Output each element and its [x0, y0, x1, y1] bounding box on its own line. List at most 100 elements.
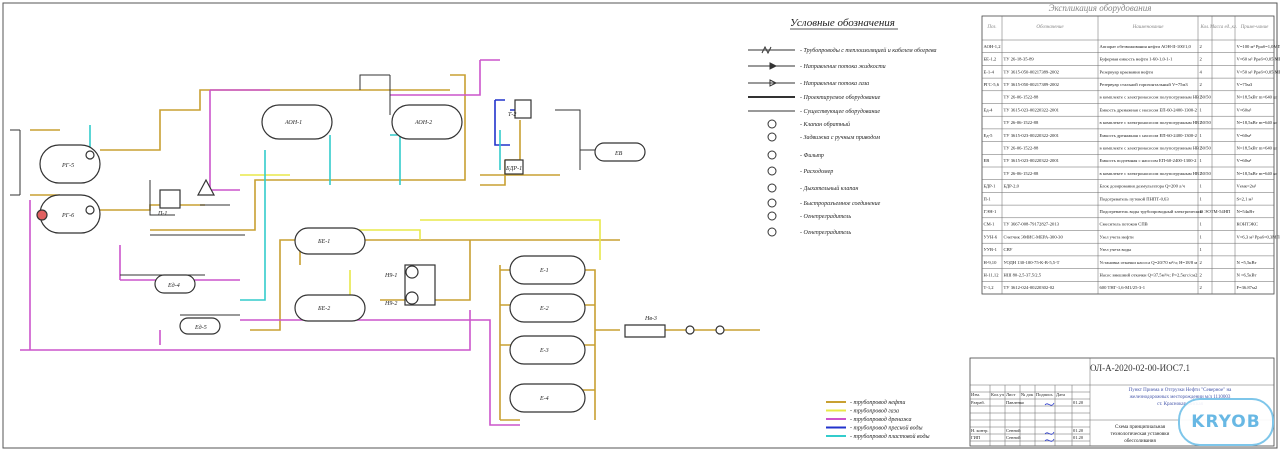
spec-cell: в комплекте с электронасосом полупогружн… [1100, 171, 1212, 176]
spec-cell: 1 [1200, 234, 1203, 239]
vessel-rgs-1 [39, 144, 101, 184]
spec-cell: ТУ 3615-023-00220322-2001 [1004, 133, 1060, 138]
stamp-col-head: Подпись [1036, 392, 1053, 397]
stamp-col-head: Дата [1056, 392, 1065, 397]
spec-cell: N =6,5кВт [1237, 272, 1257, 278]
legend-item: - Быстроразъемное соединение [800, 200, 881, 207]
stamp-date: 01.20 [1073, 435, 1084, 440]
drawing-title-1: Схема принципиальная [1115, 425, 1166, 430]
spec-cell: Н-11,12 [984, 272, 1000, 278]
stamp-name: Сенной [1006, 428, 1021, 433]
spec-cell: Емкость подземная с насосом ЕП-60-2400-1… [1100, 158, 1198, 163]
spec-cell: ЕВ [984, 158, 990, 163]
spec-header: Приме-чание [1240, 25, 1270, 30]
spec-cell: БЕ-1,2 [984, 57, 997, 63]
spec-cell: 2 [1200, 120, 1203, 125]
spec-cell: V=50 м³ Pраб=0,05 МПа [1237, 69, 1280, 75]
heater-p1 [159, 189, 181, 209]
legend-item: - Огнепреградитель [800, 213, 851, 220]
legend-item: - Фильтр [800, 153, 824, 159]
tag-rgs-1: РГ-5 [61, 163, 74, 169]
legend-item: - Клапан обратный [800, 121, 850, 128]
spec-cell: СМ-1 [984, 222, 996, 227]
heat-exchanger-t2 [514, 99, 532, 119]
tag-ev: ЕВ [614, 151, 623, 157]
spec-cell: N=18,5кВт m=640 кг [1237, 171, 1278, 177]
spec-cell: Т-1,2 [984, 285, 995, 291]
signature-marks [1044, 402, 1055, 442]
legend-item: - Направление потока газа [800, 81, 869, 87]
spec-cell: в комплекте с электронасосом полупогружн… [1100, 95, 1212, 100]
spec-cell: Емкость дренажная с насосом ЕП-60-2400-1… [1100, 133, 1198, 138]
title-block: ОЛ-А-2020-02-00-ИОС7.1 Пункт Приема и От… [969, 357, 1275, 447]
vessel-e-4 [509, 383, 586, 413]
spec-cell: 2 [1200, 82, 1203, 87]
spec-cell: Vемк=2м³ [1237, 184, 1257, 189]
vessel-ed-4 [154, 274, 196, 294]
stamp-col-head: Лист [1006, 392, 1015, 397]
watermark-text: KRYOB [1191, 412, 1261, 432]
tag-be-1: БЕ-1 [317, 239, 330, 245]
spec-cell: V=60 м³ Pраб=0,05 МПа [1237, 57, 1280, 63]
legend-symbol-icon [767, 198, 777, 208]
object-line-2: железнодорожных месторождении м/л 111000… [1129, 395, 1231, 400]
spec-cell: КОНТЭКС [1237, 222, 1258, 227]
legend-item: - Огнепреградитель [800, 229, 851, 236]
stamp-role: Разраб. [971, 400, 985, 405]
spec-cell: ТУ 26-06-1522-88 [1004, 145, 1039, 150]
stamp-col-head: Изм. [971, 392, 980, 397]
spec-cell: УУН-6 [984, 234, 998, 239]
pipe-legend: - трубопровод нефти- трубопровод газа- т… [826, 399, 930, 440]
pump-n10-icon [405, 291, 419, 305]
stamp-col-head: Кол.уч [991, 392, 1005, 397]
legend-symbol-icon [767, 166, 777, 176]
spec-cell: БДР-1 [984, 184, 997, 189]
spec-cell: 1 [1200, 209, 1203, 214]
object-line-1: Пункт Приема и Отгрузки Нефти "Северное"… [1129, 388, 1233, 393]
vessel-e-2 [509, 293, 586, 323]
equipment-tags: АОН-1 АОН-2 РГ-5 РГ-6 Т-2 БДР-1 ЕВ П-1 Б… [61, 112, 657, 402]
process-diagram [10, 59, 760, 426]
spec-cell: СВУ [1004, 247, 1014, 252]
legend-symbol-icon [767, 150, 777, 160]
spec-cell: N=18,5кВт m=640 кг [1237, 120, 1278, 126]
spec-cell: 2 [1200, 44, 1203, 49]
doc-code: ОЛ-А-2020-02-00-ИОС7.1 [1090, 363, 1190, 373]
legend: Условные обозначения - Трубопроводы с те… [748, 17, 937, 237]
spec-cell: РГС-5,6 [984, 82, 1000, 88]
spec-cell: Ед-4 [984, 107, 994, 112]
instrument-icon [85, 150, 95, 160]
spec-cell: Счетчик ЭМИС-МЕРА-300-30 [1004, 234, 1064, 239]
legend-item: - Дыхательный клапан [800, 185, 858, 192]
gauge-icon [715, 325, 725, 335]
heat-trace-icon [761, 45, 772, 55]
spec-cell: N =5,5кВт [1237, 260, 1257, 266]
filter-icon [197, 178, 215, 196]
spec-cell: Узел учета воды [1100, 247, 1132, 252]
legend-item: - Направление потока жидкости [800, 63, 886, 70]
pipe-legend-label: - трубопровод пресной воды [850, 425, 923, 432]
spec-cell: Емкость дренажная с насосом ЕП-60-2400-1… [1100, 107, 1198, 112]
legend-item: - Существующее оборудование [800, 108, 880, 115]
stamp-role: ГИП [971, 435, 981, 440]
spec-cell: ТУ 3615-050-00217389-2002 [1004, 69, 1060, 74]
spec-cell: 2 [1200, 272, 1203, 277]
drawing-title-3: обессоливания [1124, 439, 1156, 444]
tag-be-2: БЕ-2 [317, 306, 330, 312]
spec-cell: 1 [1200, 158, 1203, 163]
spec-cell: 2 [1200, 260, 1203, 265]
tag-rgs-2: РГ-6 [61, 213, 74, 219]
tag-aon-2: АОН-2 [414, 120, 432, 126]
spec-cell: 1 [1200, 196, 1203, 201]
spec-cell: 1 [1200, 247, 1203, 252]
tag-n10: Н9-2 [384, 301, 397, 307]
spec-cell: П-1 [984, 196, 992, 201]
spec-cell: V=75м3 [1237, 82, 1253, 87]
legend-item: - Задвижка с ручным приводом [800, 134, 880, 141]
spec-cell: Установка откачки насоса Q=20/70 м³/ч; Н… [1100, 260, 1198, 265]
spec-cell: Резервуар стальной горизонтальный V=75м3 [1100, 82, 1189, 87]
spec-cell: ТУ 26-18-35-89 [1004, 57, 1035, 62]
spec-cell: ТУ 3615-050-00217389-2002 [1004, 82, 1060, 87]
